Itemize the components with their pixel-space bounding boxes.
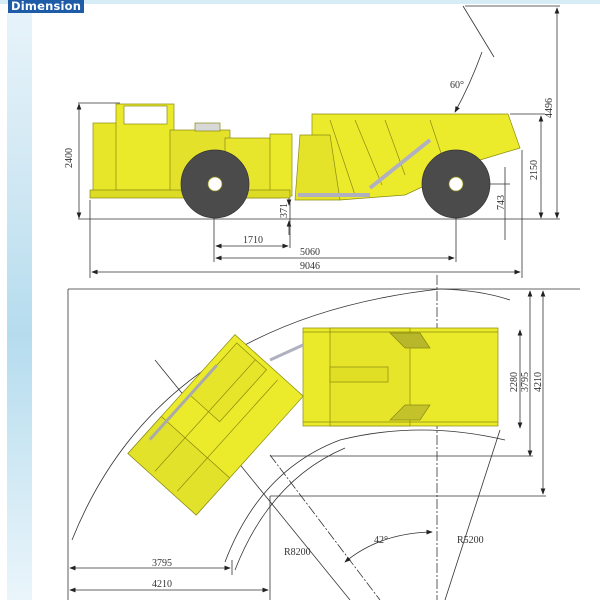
dim-r8200: R8200 xyxy=(284,547,311,558)
dim-371: 371 xyxy=(279,203,290,218)
dim-4496: 4496 xyxy=(544,98,555,118)
dim-r5200: R5200 xyxy=(457,535,484,546)
top-view-labels: 2280 3795 4210 3795 4210 42° R8200 R5200 xyxy=(152,372,544,590)
dim-dump-angle: 60° xyxy=(450,80,464,91)
dim-4210-bottom: 4210 xyxy=(152,579,172,590)
side-view-labels: 2400 4496 2150 60° 743 371 1710 5060 904… xyxy=(64,80,555,272)
dim-1710: 1710 xyxy=(243,235,263,246)
dim-9046: 9046 xyxy=(300,261,320,272)
dim-3795-bottom: 3795 xyxy=(152,558,172,569)
dim-3795-right: 3795 xyxy=(520,372,531,392)
dim-4210-right: 4210 xyxy=(533,372,544,392)
section-title: Dimension xyxy=(8,0,85,13)
top-view xyxy=(67,275,580,600)
side-view-machine xyxy=(89,103,521,219)
side-view xyxy=(76,5,560,278)
dim-42-angle: 42° xyxy=(374,535,388,546)
dim-743: 743 xyxy=(496,195,507,210)
header-bar xyxy=(0,0,600,4)
dim-2400: 2400 xyxy=(64,148,75,168)
dim-2150: 2150 xyxy=(529,160,540,180)
dim-2280: 2280 xyxy=(509,372,520,392)
dim-5060: 5060 xyxy=(300,247,320,258)
top-view-machine xyxy=(127,327,499,516)
decorative-side-strip xyxy=(7,13,32,600)
